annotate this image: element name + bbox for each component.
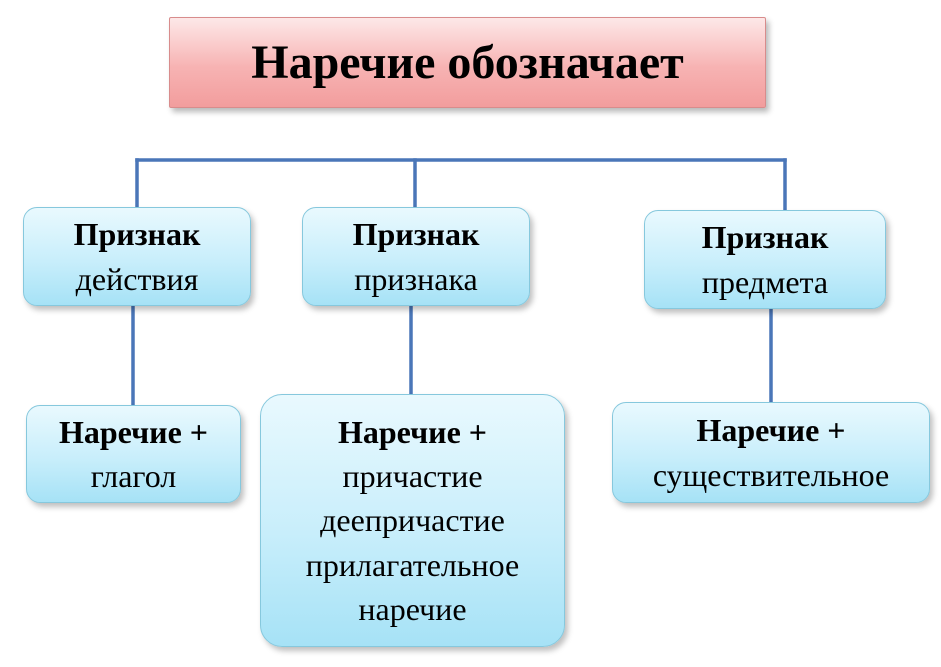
leaf-line: причастие: [342, 458, 483, 495]
leaf-adverb-participle-etc: Наречие + причастие деепричастие прилага…: [260, 394, 565, 647]
leaf-line: существительное: [652, 456, 890, 493]
leaf-line: деепричастие: [320, 502, 505, 539]
node-action-attribute: Признак действия: [23, 207, 251, 306]
node-heading: Признак: [352, 216, 480, 253]
node-subtitle: признака: [354, 260, 478, 297]
node-heading: Признак: [73, 216, 201, 253]
leaf-line: прилагательное: [305, 546, 520, 583]
leaf-line: глагол: [90, 458, 177, 494]
title-box: Наречие обозначает: [169, 17, 766, 108]
leaf-heading: Наречие +: [337, 414, 487, 451]
node-quality-attribute: Признак признака: [302, 207, 530, 306]
node-heading: Признак: [701, 219, 829, 256]
node-subtitle: предмета: [701, 263, 829, 300]
leaf-adverb-verb: Наречие + глагол: [26, 405, 241, 503]
node-object-attribute: Признак предмета: [644, 210, 886, 309]
node-subtitle: действия: [75, 260, 199, 297]
leaf-heading: Наречие +: [58, 413, 208, 450]
leaf-heading: Наречие +: [696, 412, 846, 449]
title-text: Наречие обозначает: [251, 35, 684, 89]
leaf-line: наречие: [358, 590, 467, 627]
leaf-adverb-noun: Наречие + существительное: [612, 402, 930, 503]
